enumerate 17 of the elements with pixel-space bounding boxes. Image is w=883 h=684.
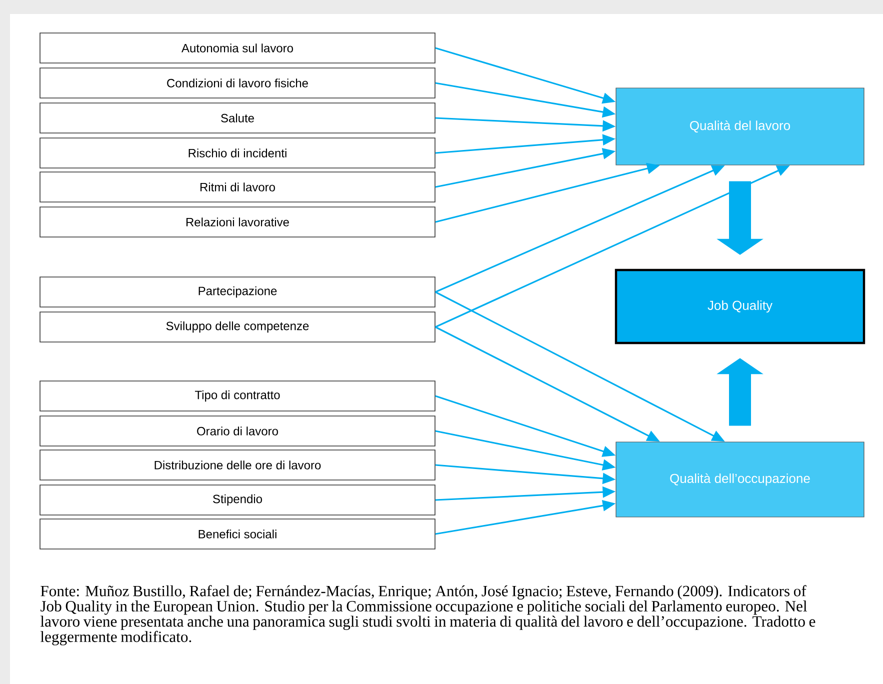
factor-box: Ritmi di lavoro — [40, 172, 436, 202]
factor-box: Relazioni lavorative — [40, 206, 436, 238]
factor-box: Benefici sociali — [40, 518, 436, 550]
factor-box: Stipendio — [40, 484, 436, 516]
factor-box: Partecipazione — [40, 276, 436, 308]
category-box: Qualità del lavoro — [616, 88, 864, 166]
factor-box: Autonomia sul lavoro — [40, 32, 436, 64]
caption: Fonte: Muñoz Bustillo, Rafael de; Fernández-Macías, Enrique; Antón, José Ignacio; Esteve, Fernando (2009). Indicators of Job Quality in the European Union. Studio per la Commissione occupazione e politiche sociali del Parlamento europeo. Nel lavoro viene presentata anche una panoramica sugli studi svolti in materia di qualità del lavoro e dell’occupazione. Tradotto e leggermente modificato. — [40, 585, 816, 646]
factor-box: Sviluppo delle competenze — [40, 312, 436, 342]
factor-box: Rischio di incidenti — [40, 138, 436, 168]
factor-box: Distribuzione delle ore di lavoro — [40, 450, 436, 480]
factor-box: Salute — [40, 102, 436, 134]
factor-box: Tipo di contratto — [40, 380, 436, 412]
factor-box: Condizioni di lavoro fisiche — [40, 68, 436, 98]
category-box: Qualità dell’occupazione — [616, 442, 864, 518]
result-box: Job Quality — [614, 268, 866, 344]
factor-box: Orario di lavoro — [40, 416, 436, 446]
